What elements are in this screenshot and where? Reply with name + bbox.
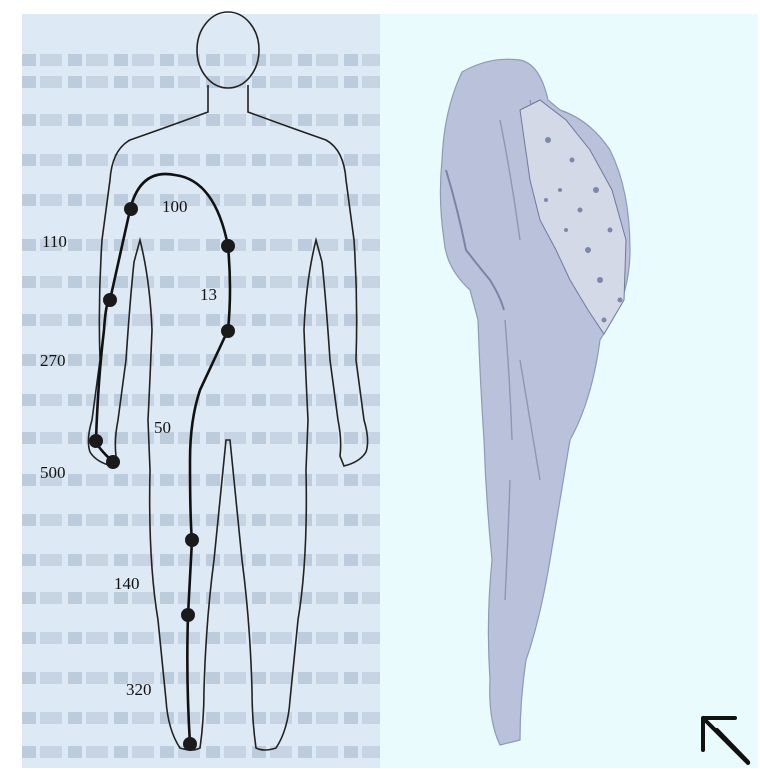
electrode-marker [221,239,235,253]
human-outline [88,12,367,750]
electrode-marker [124,202,138,216]
label-320: 320 [126,680,152,699]
electrode-marker [106,455,120,469]
double-up-left-arrow-icon [703,718,748,763]
3d-mesh-body [440,59,630,745]
electrode-marker [185,533,199,547]
label-270: 270 [40,351,66,370]
label-500: 500 [40,463,66,482]
electrode-marker [89,434,103,448]
label-13: 13 [200,285,217,304]
electrode-marker [221,324,235,338]
electrode-marker [181,608,195,622]
label-50: 50 [154,418,171,437]
label-100: 100 [162,197,188,216]
electrode-marker [103,293,117,307]
label-140: 140 [114,574,140,593]
electrode-marker [183,737,197,751]
label-110: 110 [42,232,67,251]
